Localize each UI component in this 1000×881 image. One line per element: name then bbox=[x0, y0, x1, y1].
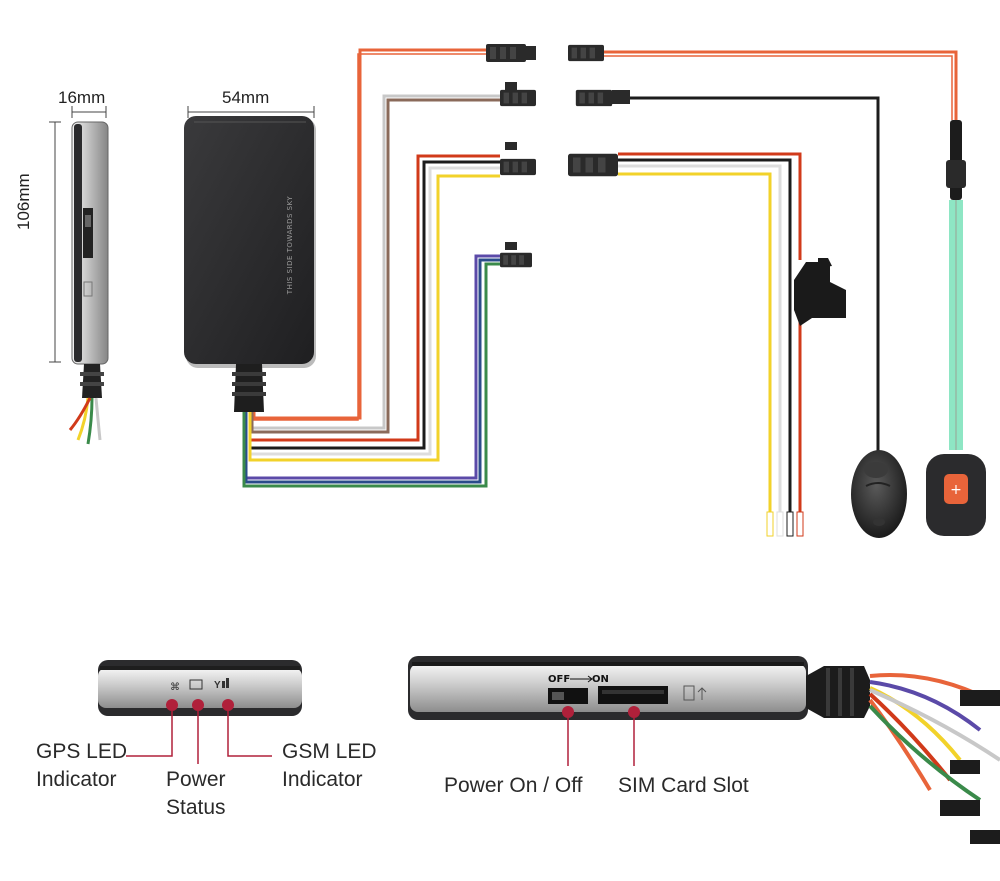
svg-text:+: + bbox=[950, 482, 962, 498]
switch-dot bbox=[562, 706, 574, 718]
power-led-dot bbox=[192, 699, 204, 711]
gps-icon: ⌘ bbox=[170, 682, 180, 693]
sim-card-slot bbox=[598, 686, 668, 704]
switch-side-view: OFF ON bbox=[408, 656, 870, 766]
gsm-led-label: GSM LED Indicator bbox=[282, 740, 377, 791]
sky-side-print: THIS SIDE TOWARDS SKY bbox=[286, 196, 294, 296]
device-top-view: THIS SIDE TOWARDS SKY bbox=[184, 106, 316, 412]
gsm-led-dot bbox=[222, 699, 234, 711]
length-dimension-label: 54mm bbox=[222, 88, 270, 107]
side-profile-view bbox=[49, 106, 109, 445]
sim-slot-label: SIM Card Slot bbox=[618, 774, 749, 797]
wire-tips bbox=[766, 511, 804, 537]
sim-dot bbox=[628, 706, 640, 718]
gps-led-label: GPS LED Indicator bbox=[36, 740, 128, 791]
gps-led-dot bbox=[166, 699, 178, 711]
sos-button: + bbox=[926, 120, 986, 536]
led-end-view: ⌘ Y bbox=[98, 660, 302, 764]
accessory-wires bbox=[604, 50, 958, 530]
male-connectors bbox=[486, 44, 536, 268]
power-status-label: Power Status bbox=[166, 768, 226, 819]
side-cable-fanout bbox=[868, 673, 1000, 802]
switch-off-text: OFF bbox=[548, 674, 570, 685]
microphone bbox=[851, 450, 907, 538]
signal-icon: Y bbox=[214, 680, 221, 691]
fanout-connectors bbox=[940, 690, 1000, 844]
inline-fuse-holder bbox=[794, 258, 846, 326]
height-dimension-label: 106mm bbox=[14, 173, 33, 230]
power-switch-label: Power On / Off bbox=[444, 774, 583, 797]
switch-on-text: ON bbox=[592, 674, 609, 685]
width-dimension-label: 16mm bbox=[58, 88, 106, 107]
wire-harness bbox=[242, 48, 500, 488]
female-connectors bbox=[568, 44, 630, 177]
